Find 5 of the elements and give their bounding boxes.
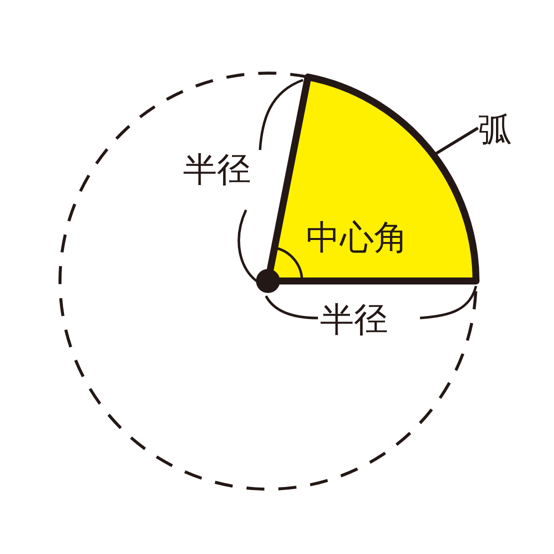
radius-label: 半径: [320, 300, 388, 340]
arc-line: [304, 74, 480, 284]
arc-label: 弧: [478, 110, 512, 150]
radius-label: 半径: [183, 150, 251, 190]
angle-label: 中心角: [306, 218, 408, 258]
